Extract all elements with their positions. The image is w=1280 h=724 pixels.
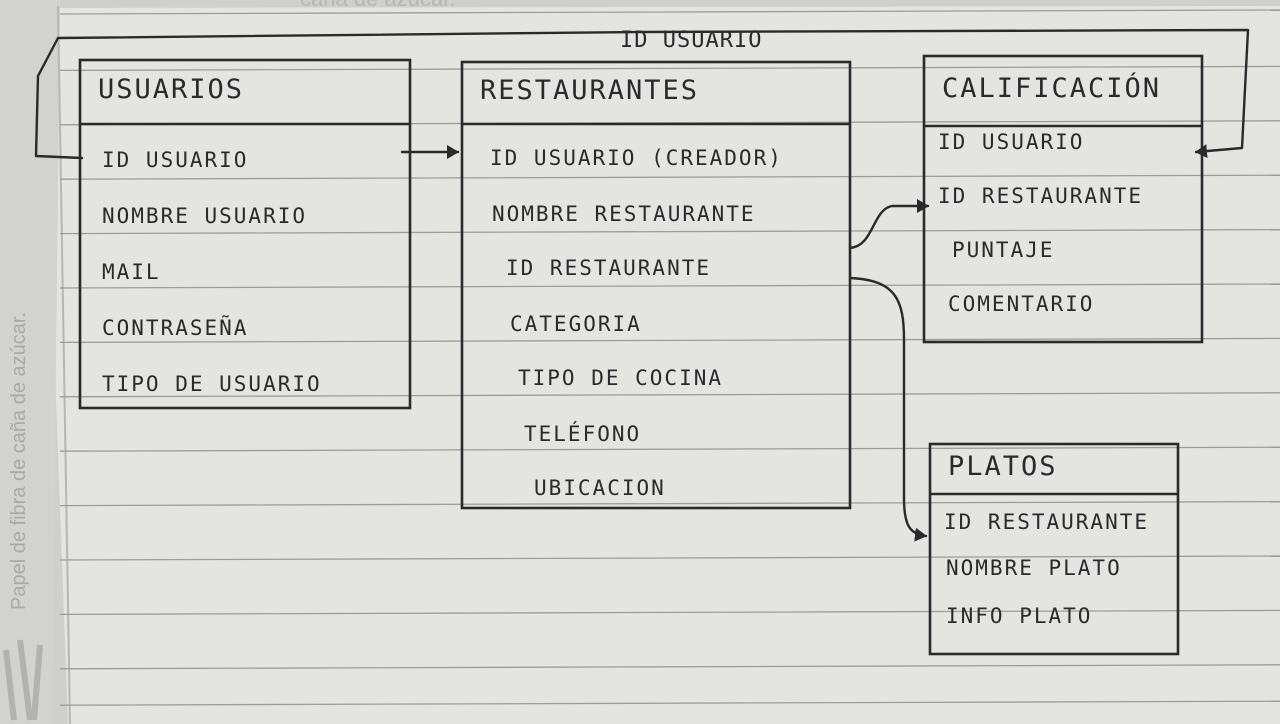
entity-title: PLATOS <box>948 451 1058 482</box>
entity-field: PUNTAJE <box>952 238 1055 262</box>
arrow-usuarios-to-calificacion <box>34 28 1250 160</box>
ruled-line <box>59 283 1280 289</box>
entity-field: NOMBRE PLATO <box>946 556 1122 580</box>
entity-title: USUARIOS <box>98 74 245 105</box>
ruled-line <box>59 65 1280 72</box>
entity-title: CALIFICACIÓN <box>942 73 1162 104</box>
entity-field: ID RESTAURANTE <box>944 510 1150 534</box>
ruled-line <box>59 664 1280 670</box>
entity-field: TELÉFONO <box>524 422 642 446</box>
ruled-line <box>59 174 1280 180</box>
entity-box-platos <box>928 442 1180 656</box>
entity-restaurantes: RESTAURANTES ID USUARIO (CREADOR) NOMBRE R… <box>462 62 850 508</box>
ruled-line <box>59 500 1280 507</box>
binding-ring-marks <box>3 639 43 721</box>
entity-field: TIPO DE COCINA <box>518 366 724 390</box>
entity-field: ID USUARIO <box>102 148 249 172</box>
arrow-restaurantes-to-calificacion <box>848 199 930 250</box>
ruled-line <box>59 9 1280 15</box>
entity-field: ID USUARIO (CREADOR) <box>490 146 783 170</box>
entity-field: CONTRASEÑA <box>102 316 249 340</box>
paper-brand-print-top: caña de azúcar. <box>300 0 455 12</box>
entity-field: NOMBRE USUARIO <box>102 204 308 228</box>
entity-box-restaurantes <box>460 60 852 510</box>
arrow-restaurantes-to-platos <box>848 276 928 542</box>
entity-field: ID RESTAURANTE <box>938 184 1144 208</box>
entity-field: NOMBRE RESTAURANTE <box>492 202 756 226</box>
ruled-line <box>59 609 1280 616</box>
ruled-line <box>59 446 1280 452</box>
ruled-line <box>59 392 1280 398</box>
entity-calificacion: CALIFICACIÓN ID USUARIO ID RESTAURANTE PUNT… <box>924 56 1202 342</box>
entity-field: MAIL <box>102 260 161 284</box>
entity-field: CATEGORIA <box>510 312 642 336</box>
entity-field: ID USUARIO <box>938 130 1085 154</box>
ruled-lines <box>59 9 1280 706</box>
ruled-line <box>59 228 1280 235</box>
ruled-line <box>59 700 1280 706</box>
entity-field: TIPO DE USUARIO <box>102 372 322 396</box>
entity-box-usuarios <box>78 58 412 410</box>
paper-brand-print-side: Papel de fibra de caña de azúcar. <box>8 312 30 610</box>
entity-field: COMENTARIO <box>948 292 1095 316</box>
entity-field: ID RESTAURANTE <box>506 256 712 280</box>
relationship-lines <box>34 28 1250 542</box>
ruled-line <box>59 555 1280 561</box>
relationship-label: ID USUARIO <box>620 28 763 53</box>
entity-platos: PLATOS ID RESTAURANTE NOMBRE PLATO INFO PLA… <box>930 444 1178 654</box>
entity-field: INFO PLATO <box>946 604 1093 628</box>
ruled-line <box>59 337 1280 344</box>
entity-title: RESTAURANTES <box>480 75 700 106</box>
entity-field: UBICACION <box>534 476 666 500</box>
entity-usuarios: USUARIOS ID USUARIO NOMBRE USUARIO MAIL CONT… <box>80 60 410 408</box>
